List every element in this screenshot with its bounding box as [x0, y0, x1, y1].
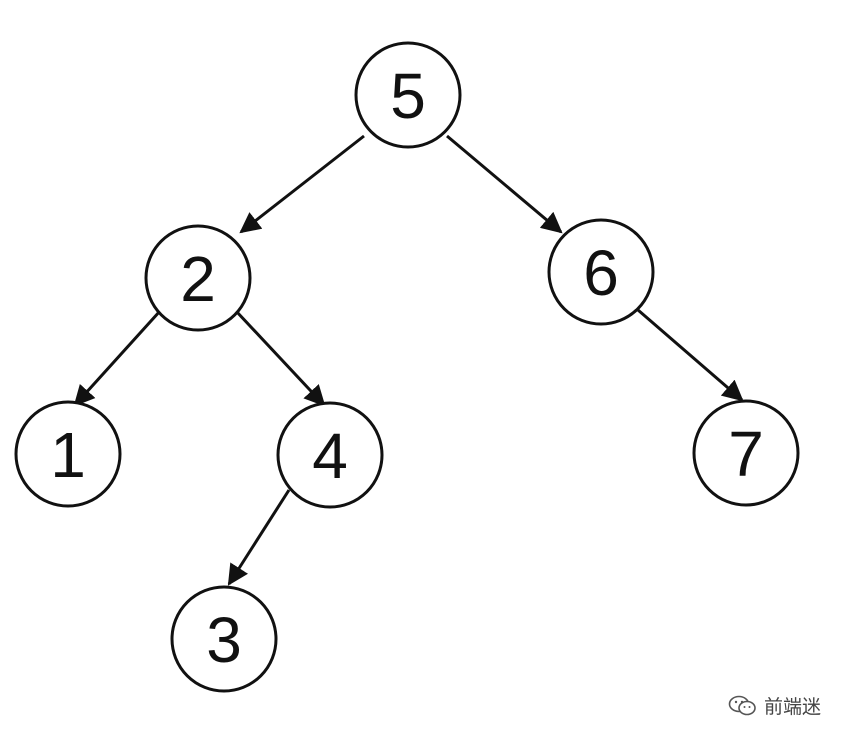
- watermark: 前端迷: [728, 692, 821, 719]
- node-label: 4: [312, 420, 348, 492]
- edge-2-4: [234, 309, 326, 407]
- tree-node-7: 7: [692, 399, 800, 507]
- node-label: 1: [50, 419, 86, 491]
- node-label: 7: [728, 418, 764, 490]
- tree-node-1: 1: [14, 400, 122, 508]
- edge-5-2: [239, 134, 365, 234]
- tree-node-3: 3: [170, 585, 278, 693]
- tree-node-5: 5: [354, 41, 462, 149]
- tree-node-6: 6: [547, 218, 655, 326]
- watermark-text: 前端迷: [764, 696, 822, 718]
- node-label: 3: [206, 604, 242, 676]
- edge-6-7: [637, 308, 744, 402]
- edge-5-6: [446, 134, 563, 234]
- node-label: 2: [180, 243, 216, 315]
- tree-edges: [73, 134, 744, 586]
- tree-node-2: 2: [144, 224, 252, 332]
- node-label: 6: [583, 237, 619, 309]
- wechat-icon: [728, 695, 756, 715]
- edge-2-1: [73, 309, 162, 407]
- tree-node-4: 4: [276, 401, 384, 509]
- edge-4-3: [227, 489, 291, 586]
- node-label: 5: [390, 60, 426, 132]
